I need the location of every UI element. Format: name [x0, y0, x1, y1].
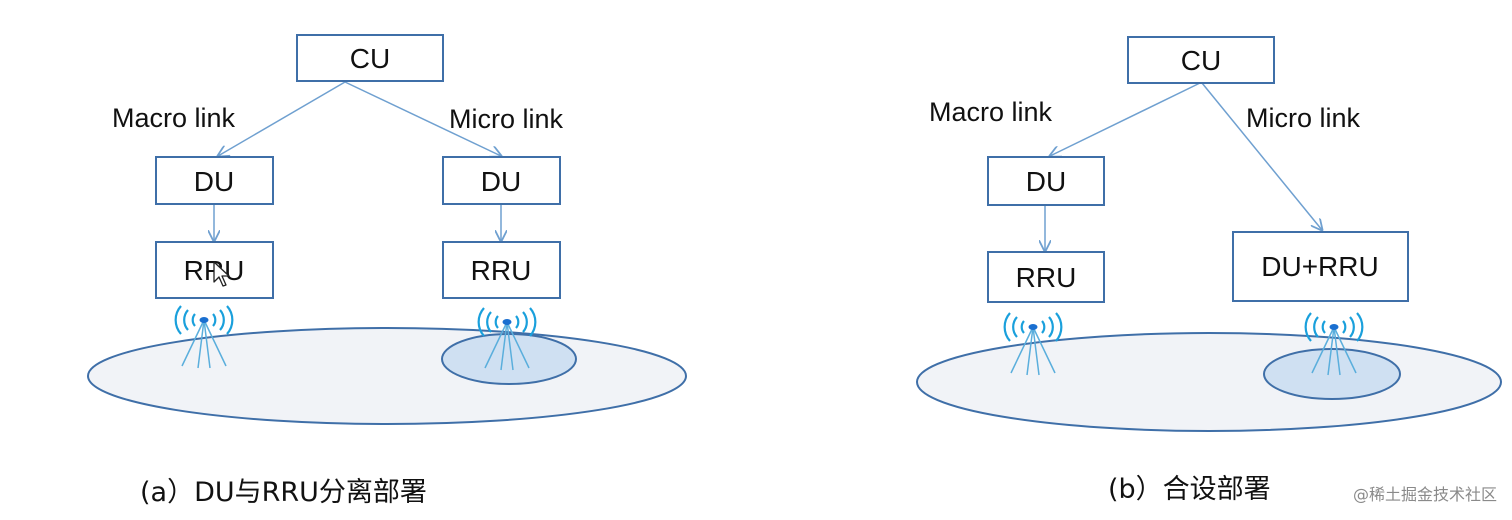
du-node-macro: DU	[155, 156, 274, 205]
cu-node: CU	[1127, 36, 1275, 84]
macro-link-edge	[1050, 82, 1201, 156]
macro-coverage-area	[916, 332, 1502, 432]
caption-b: (b）合设部署	[1108, 474, 1271, 505]
micro-link-edge	[344, 81, 501, 156]
mouse-cursor-icon	[213, 261, 230, 287]
panel-b: CU Macro link Micro link DU RRU DU+RRU (…	[916, 36, 1502, 505]
micro-link-edge	[1201, 82, 1322, 230]
rru-label: RRU	[1016, 262, 1077, 293]
watermark: @稀土掘金技术社区	[1353, 485, 1497, 504]
du-rru-node: DU+RRU	[1232, 231, 1409, 302]
du-label: DU	[481, 166, 521, 197]
du-label: DU	[1026, 166, 1066, 197]
rru-node-micro: RRU	[442, 241, 561, 299]
cu-label: CU	[350, 43, 390, 74]
caption-a: (a）DU与RRU分离部署	[140, 477, 427, 508]
macro-link-label: Macro link	[929, 97, 1053, 127]
du-label: DU	[194, 166, 234, 197]
micro-link-label: Micro link	[1246, 103, 1361, 133]
cu-node: CU	[296, 34, 444, 82]
macro-link-label: Macro link	[112, 103, 236, 133]
du-rru-label: DU+RRU	[1261, 251, 1378, 282]
panel-a: CU Macro link Micro link DU DU RRU RRU (…	[87, 34, 687, 508]
cu-label: CU	[1181, 45, 1221, 76]
macro-coverage-area	[87, 327, 687, 425]
rru-label: RRU	[471, 255, 532, 286]
micro-coverage-area	[1263, 348, 1401, 400]
du-node-micro: DU	[442, 156, 561, 205]
micro-link-label: Micro link	[449, 104, 564, 134]
rru-node-macro: RRU	[987, 251, 1105, 303]
du-node-macro: DU	[987, 156, 1105, 206]
macro-link-edge	[218, 81, 346, 156]
